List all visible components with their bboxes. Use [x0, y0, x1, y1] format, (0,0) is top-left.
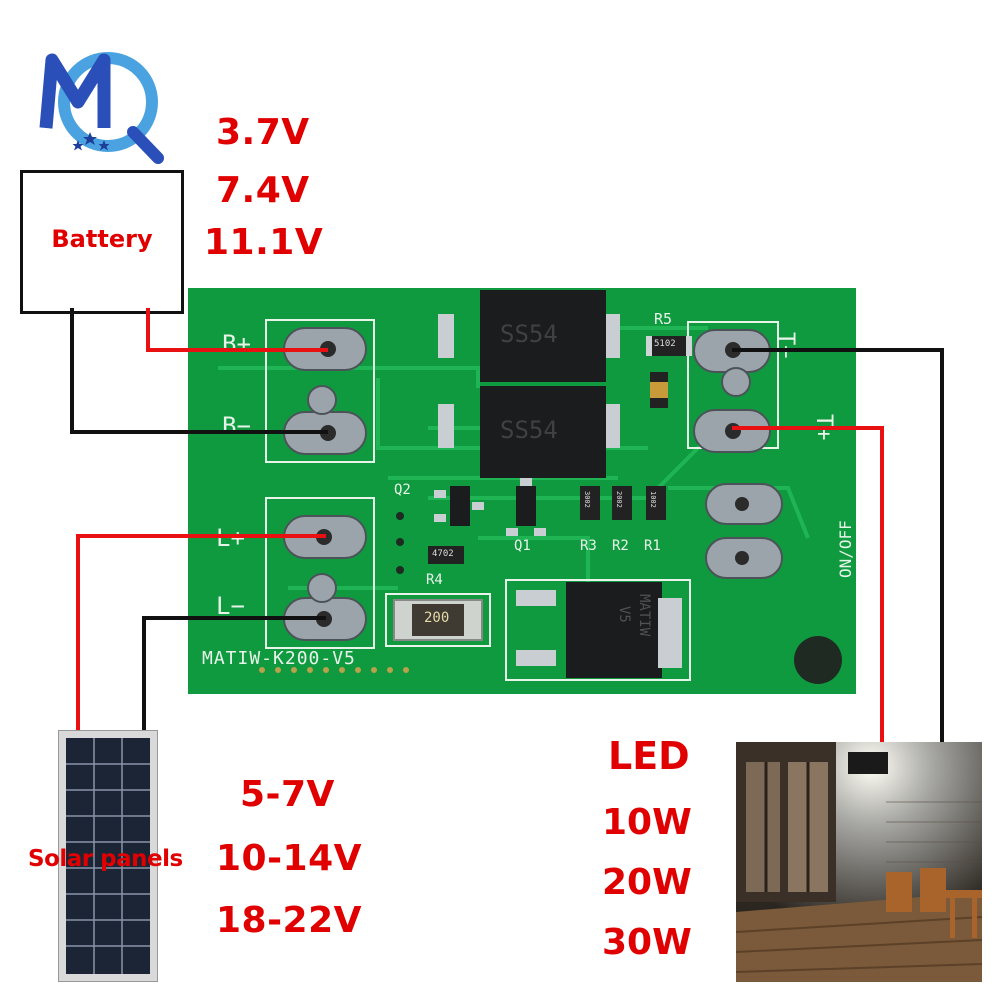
logo-q-tail: [127, 126, 164, 164]
pcb-silkscreen: [265, 319, 779, 681]
led-label: LED: [608, 734, 690, 778]
pcb-chip-label-2: V5: [616, 606, 632, 623]
wire-battery-negative: [70, 308, 328, 434]
logo-stars: [72, 132, 110, 151]
battery-label: Battery: [51, 225, 153, 253]
pcb-designator-r2: R2: [612, 538, 629, 554]
pcb-designator-q1: Q1: [514, 538, 531, 554]
pcb-pads-switch: [705, 483, 783, 579]
solar-label: Solar panels: [28, 846, 183, 872]
wire-solar-positive: [76, 534, 326, 730]
pcb-designator-r4: R4: [426, 572, 443, 588]
pcb-shunt-code: 200: [424, 610, 450, 626]
pcb-vias: [396, 512, 404, 574]
pcb-resistor-code-r5: 5102: [654, 339, 676, 349]
pcb-diodes: [438, 290, 620, 478]
wire-battery-positive: [146, 308, 328, 352]
pcb-resistor-code-r2: 2002: [615, 491, 623, 508]
pcb-chip-label-1: MATIW: [636, 594, 652, 637]
led-power-3: 30W: [602, 922, 692, 963]
pcb-transistors: [434, 478, 546, 536]
pcb-model-label: MATIW-K200-V5: [202, 648, 356, 669]
pcb-designator-q2: Q2: [394, 482, 411, 498]
pcb-diode-label-2: SS54: [500, 416, 558, 444]
solar-panel-image: [57, 729, 159, 983]
solar-voltage-2: 10-14V: [216, 838, 362, 879]
solar-voltage-3: 18-22V: [216, 900, 362, 941]
pcb-resistor-code-r1: 1002: [649, 491, 657, 508]
wire-led-negative: [732, 348, 944, 742]
led-scene-image: [736, 742, 982, 982]
battery-voltage-1: 3.7V: [216, 112, 310, 153]
pcb-designator-r1: R1: [644, 538, 661, 554]
pcb-diode-label-1: SS54: [500, 320, 558, 348]
led-power-1: 10W: [602, 802, 692, 843]
solar-voltage-1: 5-7V: [240, 774, 335, 815]
logo-m: [39, 53, 111, 129]
pcb-regulator: [516, 582, 682, 678]
led-power-2: 20W: [602, 862, 692, 903]
pcb-header-pins: [259, 667, 409, 673]
wire-solar-negative: [142, 616, 326, 730]
battery-voltage-3: 11.1V: [204, 222, 324, 263]
pcb-mount-hole: [794, 636, 842, 684]
pcb-resistor-code-r4: 4702: [432, 549, 454, 559]
pcb-label-l-minus: L−: [216, 592, 245, 620]
pcb-designator-r5: R5: [654, 310, 673, 328]
wire-led-positive: [732, 426, 884, 742]
pcb-resistors: [428, 336, 692, 564]
pcb-board: B+ B− L+ L− T− T+ ON/OFF SS54 SS54 R5 Q2…: [188, 288, 856, 694]
battery-box: Battery: [20, 170, 184, 314]
pcb-designator-r3: R3: [580, 538, 597, 554]
brand-logo: [38, 40, 168, 170]
pcb-label-b-minus: B−: [222, 412, 251, 440]
pcb-label-b-plus: B+: [222, 330, 251, 358]
battery-voltage-2: 7.4V: [216, 170, 310, 211]
pcb-resistor-code-r3: 3002: [583, 491, 591, 508]
